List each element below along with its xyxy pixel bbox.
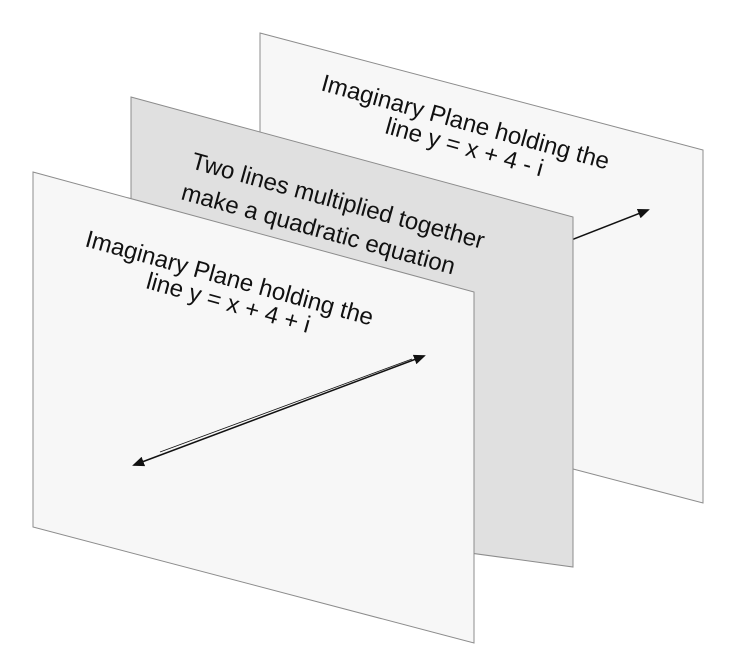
front-plane-line-arrow: [132, 354, 426, 467]
front-plane-line-arrow-edge: [159, 358, 413, 453]
